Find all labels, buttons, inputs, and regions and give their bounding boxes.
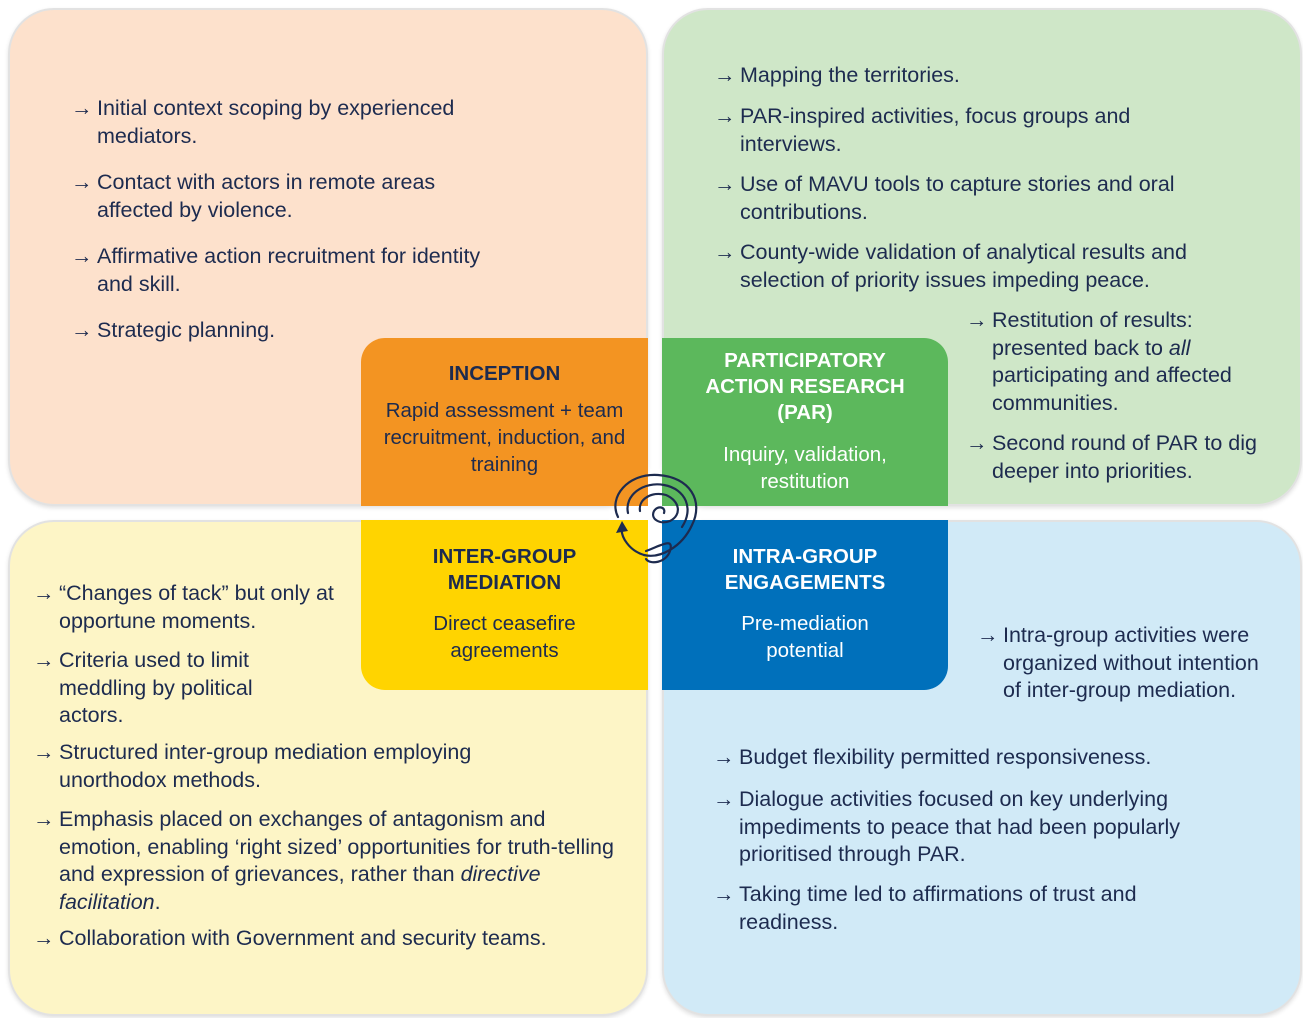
par-bullet-3: →Use of MAVU tools to capture stories an… <box>714 172 1175 224</box>
arrow-icon: → <box>713 745 735 769</box>
inception-bullet-2: →Contact with actors in remote areas aff… <box>71 170 436 222</box>
arrow-icon: → <box>713 882 735 906</box>
arrow-icon: → <box>33 648 55 672</box>
par-bullet-5: →Restitution of results: presented back … <box>966 308 1232 415</box>
arrow-icon: → <box>713 787 735 811</box>
inter-group-description: Direct ceasefire agreements <box>433 612 576 662</box>
arrow-icon: → <box>966 308 988 332</box>
inter-group-bullet-4: →Emphasis placed on exchanges of antagon… <box>33 807 614 914</box>
arrow-icon: → <box>71 170 93 194</box>
inter-group-box: INTER-GROUP MEDIATION Direct ceasefire a… <box>361 520 648 690</box>
inter-group-bullet-2: →Criteria used to limit meddling by poli… <box>33 648 253 727</box>
arrow-icon: → <box>33 581 55 605</box>
arrow-icon: → <box>714 104 736 128</box>
inception-box: INCEPTION Rapid assessment + team recrui… <box>361 338 648 506</box>
par-box: PARTICIPATORY ACTION RESEARCH (PAR) Inqu… <box>662 338 948 506</box>
intra-group-bullet-4: →Taking time led to affirmations of trus… <box>713 882 1137 934</box>
par-bullet-6: →Second round of PAR to dig deeper into … <box>966 431 1257 483</box>
arrow-icon: → <box>714 63 736 87</box>
par-description: Inquiry, validation, restitution <box>723 443 887 493</box>
par-bullet-4: →County-wide validation of analytical re… <box>714 240 1187 292</box>
arrow-icon: → <box>966 431 988 455</box>
inception-bullet-3: →Affirmative action recruitment for iden… <box>71 244 481 296</box>
inception-bullet-1: →Initial context scoping by experienced … <box>71 96 455 148</box>
intra-group-bullet-2: →Budget flexibility permitted responsive… <box>713 744 1273 772</box>
par-title: PARTICIPATORY ACTION RESEARCH (PAR) <box>705 349 905 424</box>
arrow-icon: → <box>71 96 93 120</box>
italic-emphasis: all <box>1168 335 1191 360</box>
intra-group-bullet-1: →Intra-group activities were organized w… <box>977 623 1259 702</box>
inter-group-bullet-1: →“Changes of tack” but only at opportune… <box>33 581 334 633</box>
arrow-icon: → <box>714 172 736 196</box>
arrow-icon: → <box>33 807 55 831</box>
intra-group-bullet-3: →Dialogue activities focused on key unde… <box>713 787 1181 866</box>
intra-group-description: Pre-mediation potential <box>741 612 869 662</box>
intra-group-title: INTRA-GROUP ENGAGEMENTS <box>724 545 886 594</box>
arrow-icon: → <box>714 240 736 264</box>
arrow-icon: → <box>71 244 93 268</box>
arrow-icon: → <box>977 623 999 647</box>
intra-group-box: INTRA-GROUP ENGAGEMENTS Pre-mediation po… <box>662 520 948 690</box>
inter-group-title: INTER-GROUP MEDIATION <box>432 545 577 594</box>
italic-emphasis: directive facilitation <box>59 862 541 914</box>
inter-group-bullet-5: →Collaboration with Government and secur… <box>33 925 633 953</box>
par-bullet-1: →Mapping the territories. <box>714 62 1254 90</box>
inter-group-bullet-3: →Structured inter-group mediation employ… <box>33 740 472 792</box>
arrow-icon: → <box>33 740 55 764</box>
spiral-icon <box>614 473 698 564</box>
arrow-icon: → <box>33 926 55 950</box>
par-bullet-2: →PAR-inspired activities, focus groups a… <box>714 104 1131 156</box>
arrow-icon: → <box>71 318 93 342</box>
inception-title: INCEPTION <box>448 362 561 385</box>
inception-description: Rapid assessment + team recruitment, ind… <box>383 399 626 476</box>
inception-bullet-4: →Strategic planning. <box>71 317 491 345</box>
